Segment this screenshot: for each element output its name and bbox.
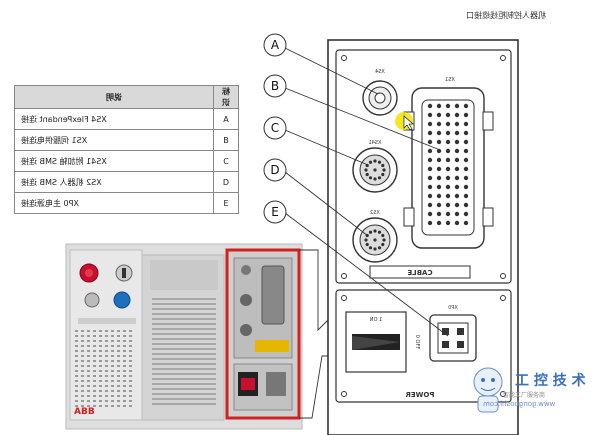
mascot-icon — [473, 367, 503, 413]
cursor-highlight — [395, 112, 414, 131]
table-row: XS41 附加轴 SMB 连接 C — [14, 150, 239, 172]
xs41-label: XS41 — [369, 140, 382, 146]
switch-on-label: 1 ON — [370, 317, 383, 323]
callouts — [284, 47, 449, 337]
power-panel — [335, 289, 512, 403]
xp0-label: XP0 — [448, 305, 458, 311]
table-row: XS2 机器人 SMB 连接 D — [14, 171, 239, 193]
svg-text:D: D — [270, 163, 279, 177]
cable-label: CABLE — [407, 269, 432, 277]
callout-e: E — [263, 200, 287, 224]
row-desc: XS2 机器人 SMB 连接 — [14, 171, 214, 193]
controller-photo: ABB — [65, 243, 303, 430]
svg-text:C: C — [271, 121, 279, 135]
table-row: XS1 伺服供电连接 B — [14, 129, 239, 151]
row-label: D — [213, 171, 239, 193]
xs4-connector — [362, 80, 398, 116]
row-desc: XS41 附加轴 SMB 连接 — [14, 150, 214, 172]
callout-c: C — [263, 116, 287, 140]
svg-text:E: E — [271, 205, 279, 219]
table-header-row: 说明 标识 — [14, 85, 239, 109]
xs4-label: XS4 — [375, 69, 385, 75]
abb-logo: ABB — [74, 407, 95, 417]
xs2-connector — [352, 217, 398, 263]
table-row: XP0 主电源连接 E — [14, 192, 239, 214]
xs41-connector — [352, 147, 398, 193]
col-label-header: 标识 — [213, 85, 239, 109]
callout-a: A — [263, 33, 287, 57]
row-desc: XP0 主电源连接 — [14, 192, 214, 214]
row-desc: XS1 伺服供电连接 — [14, 129, 214, 151]
row-label: E — [213, 192, 239, 214]
connection-table: 说明 标识 XS4 FlexPendant 连接 A XS1 伺服供电连接 B … — [14, 85, 239, 214]
row-label: A — [213, 108, 239, 130]
xs2-label: XS2 — [370, 210, 380, 216]
row-label: B — [213, 129, 239, 151]
watermark-slogan: 智能工厂服务商 — [503, 392, 546, 399]
power-label: POWER — [405, 391, 435, 399]
watermark-url: www.gongboshi.com — [483, 400, 556, 408]
callout-d: D — [263, 158, 287, 182]
svg-text:B: B — [271, 79, 279, 93]
xs1-connector — [403, 87, 494, 249]
col-desc-header: 说明 — [14, 85, 214, 109]
row-label: C — [213, 150, 239, 172]
watermark: 工 控 技 术 智能工厂服务商 www.gongboshi.com — [463, 360, 593, 430]
table-row: XS4 FlexPendant 连接 A — [14, 108, 239, 130]
switch-off-label: 0 OFF — [414, 335, 420, 350]
xs1-pin-grid — [427, 103, 469, 226]
callout-b: B — [263, 74, 287, 98]
svg-text:A: A — [271, 38, 280, 52]
watermark-cn: 工 控 技 术 — [515, 373, 586, 389]
xs1-label: XS1 — [445, 77, 455, 83]
page-title: 机器人控制柜线缆接口 — [466, 11, 546, 20]
row-desc: XS4 FlexPendant 连接 — [14, 108, 214, 130]
